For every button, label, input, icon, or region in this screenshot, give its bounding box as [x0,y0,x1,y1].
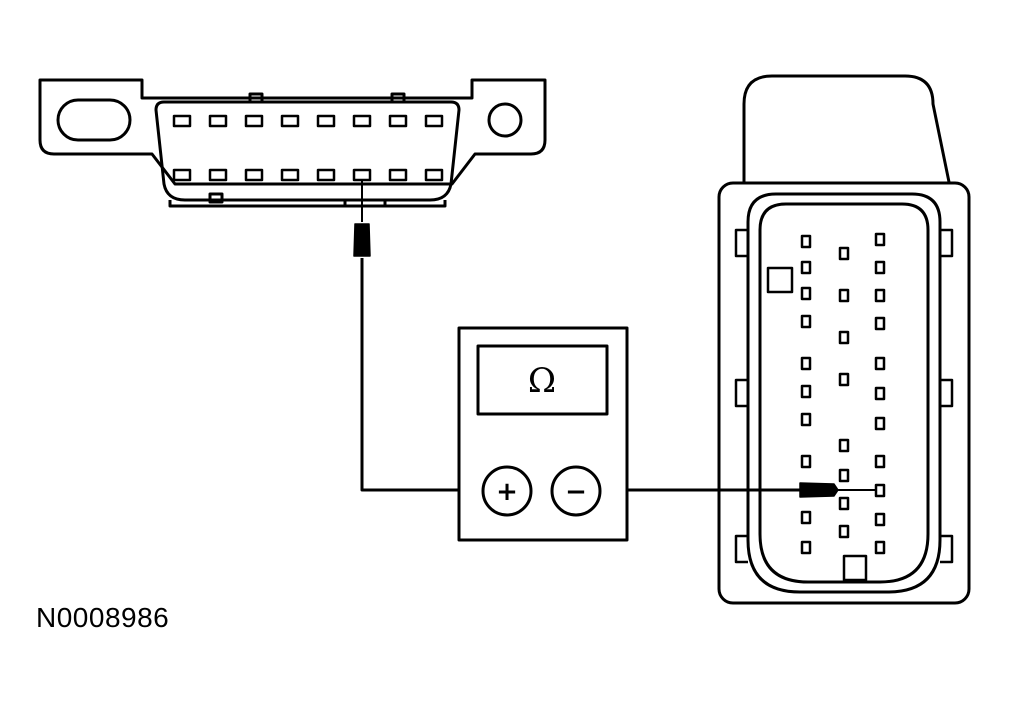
positive-test-lead [360,258,484,492]
dlc-key-right [390,92,406,104]
dlc-pin [208,114,228,128]
module-pin [838,372,850,387]
dlc-pin [316,168,336,182]
module-pin [874,316,886,331]
module-pin-cavities [800,232,886,555]
module-pin [838,496,850,511]
meter-negative-label: − [565,477,587,507]
dlc-pin [280,114,300,128]
dlc-connector [38,78,547,208]
meter-display-symbol: Ω [528,361,556,401]
module-key-block-bottom [842,554,868,582]
dlc-pin [244,168,264,182]
module-pin [800,260,812,275]
dlc-pin-row-lower [172,168,444,182]
module-pin [800,286,812,301]
dlc-key-left [248,92,264,104]
dlc-bottom-notch [343,200,387,206]
module-cavity-outer [746,192,942,594]
module-cavity-inner [758,202,930,584]
module-pin [800,314,812,329]
module-pin [838,438,850,453]
dlc-pin-probed [352,168,372,182]
positive-probe-tip [353,223,371,257]
dlc-mounting-slot [56,98,132,142]
module-pin [838,288,850,303]
meter-display [476,344,609,416]
module-pin [800,356,812,371]
figure-id-caption: N0008986 [36,602,170,633]
dlc-pin [388,168,408,182]
ohmmeter [457,326,629,542]
module-pin [800,540,812,555]
module-pin [874,356,886,371]
dlc-bottom-tab [208,192,224,204]
module-pin [874,454,886,469]
dlc-pin [424,168,444,182]
module-pin [800,412,812,427]
dlc-pin [244,114,264,128]
meter-positive-terminal [481,465,533,517]
negative-probe-tip [799,482,839,498]
dlc-pin [208,168,228,182]
dlc-pin [388,114,408,128]
module-pin [800,454,812,469]
module-pin [874,232,886,247]
meter-negative-terminal [550,465,602,517]
module-pin [874,540,886,555]
module-pin [800,234,812,249]
dlc-pin [316,114,336,128]
meter-positive-label: + [496,477,518,507]
module-pin [800,384,812,399]
module-connector [717,74,971,605]
module-pin [838,246,850,261]
dlc-pin [280,168,300,182]
module-pin [874,386,886,401]
dlc-pin [172,168,192,182]
module-latch-hood [742,74,951,183]
module-pin-probed [874,483,886,498]
module-pin [874,288,886,303]
dlc-pin-row-upper [172,114,444,128]
module-pin [838,524,850,539]
module-pin [874,512,886,527]
module-pin [838,468,850,483]
dlc-mounting-hole [487,102,523,138]
module-pin [874,416,886,431]
dlc-pin [352,114,372,128]
module-pin [874,260,886,275]
module-pin [800,510,812,525]
module-side-tabs [734,228,954,564]
module-key-block-top [766,266,794,294]
module-pin [838,330,850,345]
dlc-shroud [154,100,461,202]
dlc-pin [172,114,192,128]
dlc-bottom-skirt [168,200,447,208]
dlc-pin [424,114,444,128]
dlc-mounting-flange [38,78,547,186]
module-housing [717,181,971,605]
